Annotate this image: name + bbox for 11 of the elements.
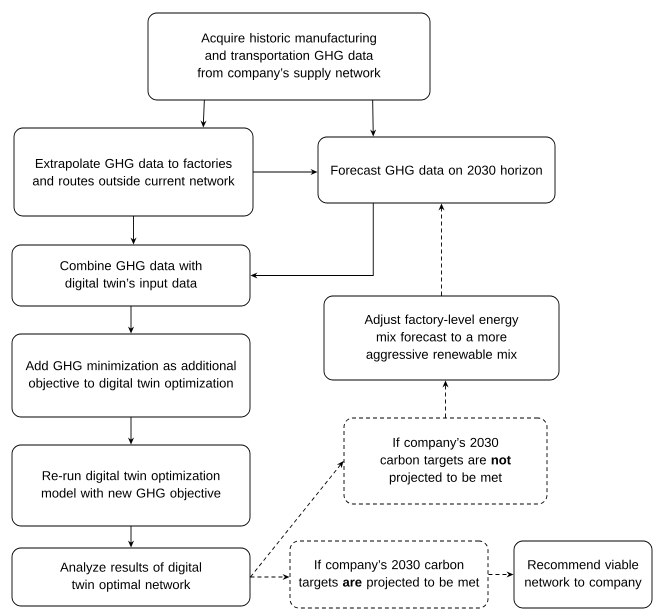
process-box: Recommend viable network to company	[514, 540, 652, 608]
process-box: Adjust factory-level energy mix forecast to a more aggressive renewable mix	[324, 296, 560, 380]
process-box: Add GHG minimization as additional objective to digital twin optimization	[12, 334, 250, 418]
process-box: Analyze results of digital twin optimal network	[12, 548, 250, 606]
condition-box: If company’s 2030 carbon targets are projected to be met	[290, 540, 488, 608]
process-box: Combine GHG data with digital twin’s input data	[12, 244, 250, 306]
process-box: Forecast GHG data on 2030 horizon	[318, 136, 556, 204]
process-box: Re-run digital twin optimization model with new GHG objective	[12, 444, 250, 526]
condition-box: If company’s 2030 carbon targets are not projected to be met	[344, 418, 548, 504]
process-box: Acquire historic manufacturing and transportation GHG data from company’s supply network	[148, 12, 430, 100]
process-box: Extrapolate GHG data to factories and routes outside current network	[14, 128, 254, 216]
